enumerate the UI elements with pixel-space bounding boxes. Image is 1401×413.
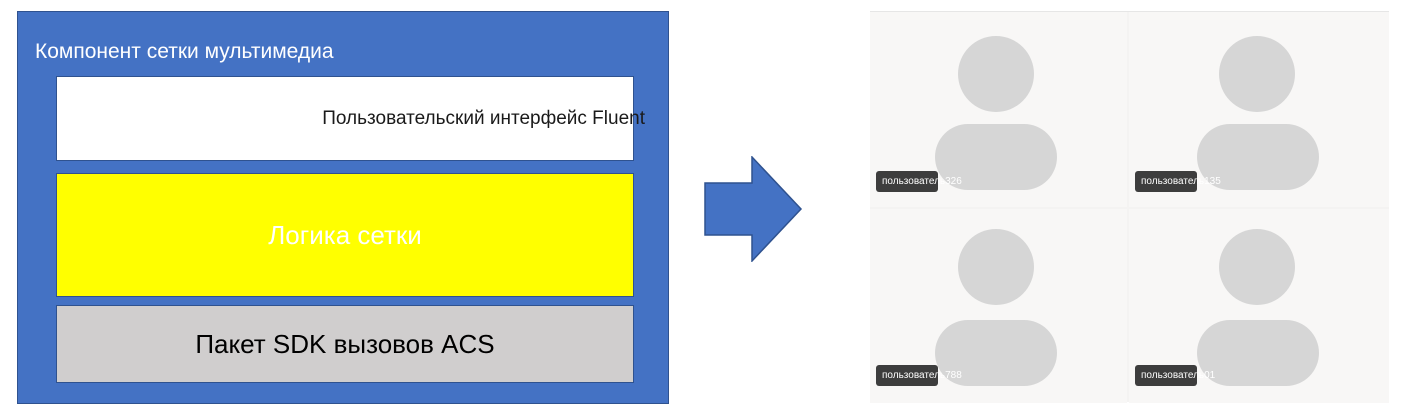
- participant-tile: пользователь788: [870, 209, 1127, 403]
- acs-calling-sdk-layer-label: Пакет SDK вызовов ACS: [195, 328, 495, 359]
- person-placeholder-body: [935, 320, 1057, 386]
- person-placeholder-body: [1197, 124, 1319, 190]
- participant-name: пользователь01: [1141, 370, 1216, 381]
- person-placeholder-body: [935, 124, 1057, 190]
- person-placeholder-icon: [1219, 36, 1295, 112]
- media-grid-component-box: Компонент сетки мультимедиа Пользователь…: [17, 11, 669, 404]
- participant-name-tag: пользователь326: [876, 171, 962, 192]
- participant-tile: пользователь135: [1129, 12, 1389, 207]
- participant-tile: пользователь326: [870, 12, 1127, 207]
- participant-tile: пользователь01: [1129, 209, 1389, 403]
- participant-name-tag: пользователь788: [876, 365, 962, 386]
- participant-name: пользователь326: [882, 176, 962, 187]
- person-placeholder-icon: [958, 36, 1034, 112]
- participant-name: пользователь788: [882, 370, 962, 381]
- person-placeholder-icon: [1219, 229, 1295, 305]
- participant-name: пользователь135: [1141, 176, 1221, 187]
- person-placeholder-body: [1197, 320, 1319, 386]
- grid-logic-layer: Логика сетки: [56, 173, 634, 297]
- person-placeholder-icon: [958, 229, 1034, 305]
- acs-calling-sdk-layer: Пакет SDK вызовов ACS: [56, 305, 634, 383]
- media-grid-component-title: Компонент сетки мультимедиа: [35, 40, 334, 63]
- fluent-ui-layer: Пользовательский интерфейс Fluent: [56, 76, 645, 161]
- right-arrow-icon: [704, 156, 803, 262]
- grid-logic-layer-label: Логика сетки: [268, 219, 422, 250]
- video-grid: пользователь326 пользователь135 пользова…: [870, 11, 1389, 403]
- participant-name-tag: пользователь01: [1135, 365, 1215, 386]
- fluent-ui-layer-label: Пользовательский интерфейс Fluent: [322, 107, 645, 129]
- participant-name-tag: пользователь135: [1135, 171, 1221, 192]
